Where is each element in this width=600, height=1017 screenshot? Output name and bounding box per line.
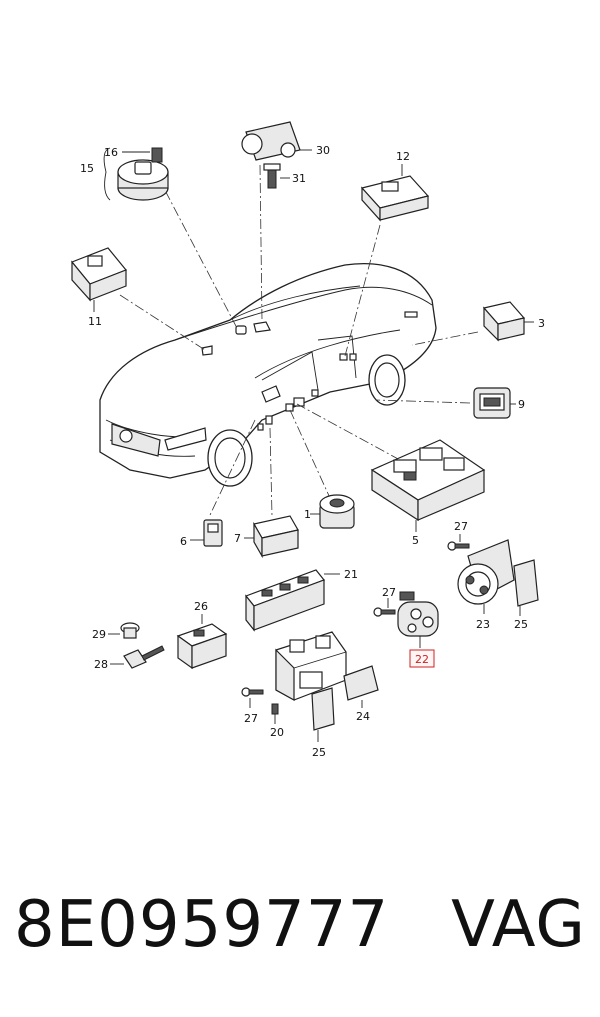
screw-27-lower <box>241 687 264 708</box>
leader-lines <box>119 164 479 517</box>
callout-24: 24 <box>356 710 370 723</box>
part-23-seat-switch <box>457 539 515 614</box>
callout-labels: 16 15 30 31 12 11 3 9 5 1 6 7 27 21 27 2… <box>80 144 545 759</box>
callout-16: 16 <box>104 146 118 159</box>
part-3-switch <box>482 301 534 342</box>
callout-11: 11 <box>88 315 102 328</box>
callout-27-lower: 27 <box>244 712 258 725</box>
callout-5: 5 <box>412 534 419 547</box>
part-25-knob-right <box>513 559 539 616</box>
callout-15: 15 <box>80 162 94 175</box>
part-20-control-module <box>271 631 347 724</box>
part-25-knob-lower <box>311 687 335 742</box>
callout-1: 1 <box>304 508 311 521</box>
brand-name: VAG <box>451 888 586 962</box>
callout-22-highlighted: 22 <box>415 653 429 666</box>
callout-12: 12 <box>396 150 410 163</box>
callout-30: 30 <box>316 144 330 157</box>
callout-23: 23 <box>476 618 490 631</box>
part-9-switch <box>473 387 516 419</box>
callout-28: 28 <box>94 658 108 671</box>
callout-25-lower: 25 <box>312 746 326 759</box>
parts-diagram: 16 15 30 31 12 11 3 9 5 1 6 7 27 21 27 2… <box>71 121 545 759</box>
callout-3: 3 <box>538 317 545 330</box>
part-21-switch-strip <box>245 569 340 632</box>
part-6-switch <box>190 519 223 547</box>
part-5-master-switch <box>370 439 486 532</box>
part-1-mirror-switch <box>310 494 355 529</box>
car-illustration <box>99 262 437 487</box>
callout-21: 21 <box>344 568 358 581</box>
callout-25-right: 25 <box>514 618 528 631</box>
part-26-switch <box>176 614 228 670</box>
callout-27-upper: 27 <box>454 520 468 533</box>
callout-27-middle: 27 <box>382 586 396 599</box>
screw-27-middle <box>373 598 396 617</box>
screw-27-upper <box>447 534 470 551</box>
part-24-knob <box>343 665 379 708</box>
callout-29: 29 <box>92 628 106 641</box>
callout-6: 6 <box>180 535 187 548</box>
part-30-sensor <box>241 121 312 189</box>
part-12-window-switch <box>360 164 430 222</box>
part-29-connector <box>108 622 140 639</box>
part-15-light-switch <box>103 147 169 201</box>
part-22-seat-switch <box>397 591 439 668</box>
part-28-sensor <box>110 645 165 669</box>
callout-26: 26 <box>194 600 208 613</box>
part-7-switch <box>244 515 299 559</box>
callout-9: 9 <box>518 398 525 411</box>
callout-20: 20 <box>270 726 284 739</box>
part-11-window-switch <box>71 247 127 312</box>
part-number: 8E0959777 <box>14 888 390 962</box>
callout-7: 7 <box>234 532 241 545</box>
callout-31: 31 <box>292 172 306 185</box>
